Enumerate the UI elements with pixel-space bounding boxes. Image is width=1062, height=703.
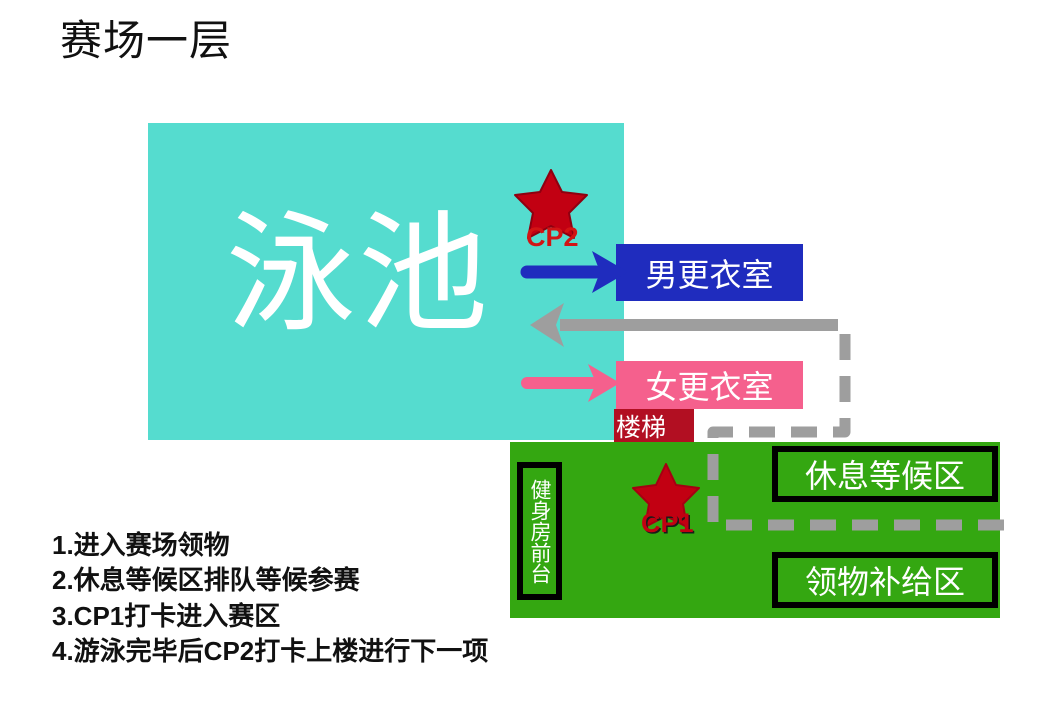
instruction-item-4: 4.游泳完毕后CP2打卡上楼进行下一项 <box>52 636 489 667</box>
page-title: 赛场一层 <box>60 17 233 64</box>
stairs-room: 楼梯 <box>614 409 694 442</box>
womens-locker-room: 女更衣室 <box>616 361 803 409</box>
mens-locker-room: 男更衣室 <box>616 244 803 301</box>
pool-area: 泳池 <box>148 123 624 440</box>
instructions-list: 1.进入赛场领物 2.休息等候区排队等候参赛 3.CP1打卡进入赛区 4.游泳完… <box>52 528 488 669</box>
cp2-label: CP2 <box>526 222 579 252</box>
instruction-item-1: 1.进入赛场领物 <box>52 530 230 560</box>
gym-front-desk-label: 健身房前台 <box>517 462 562 600</box>
instruction-item-3: 3.CP1打卡进入赛区 <box>52 600 281 631</box>
supply-pickup-area-label: 领物补给区 <box>772 552 998 608</box>
rest-waiting-area-label: 休息等候区 <box>772 446 998 502</box>
pool-label: 泳池 <box>226 201 491 347</box>
cp1-label: CP1 <box>641 508 694 538</box>
instruction-item-2: 2.休息等候区排队等候参赛 <box>52 565 360 596</box>
